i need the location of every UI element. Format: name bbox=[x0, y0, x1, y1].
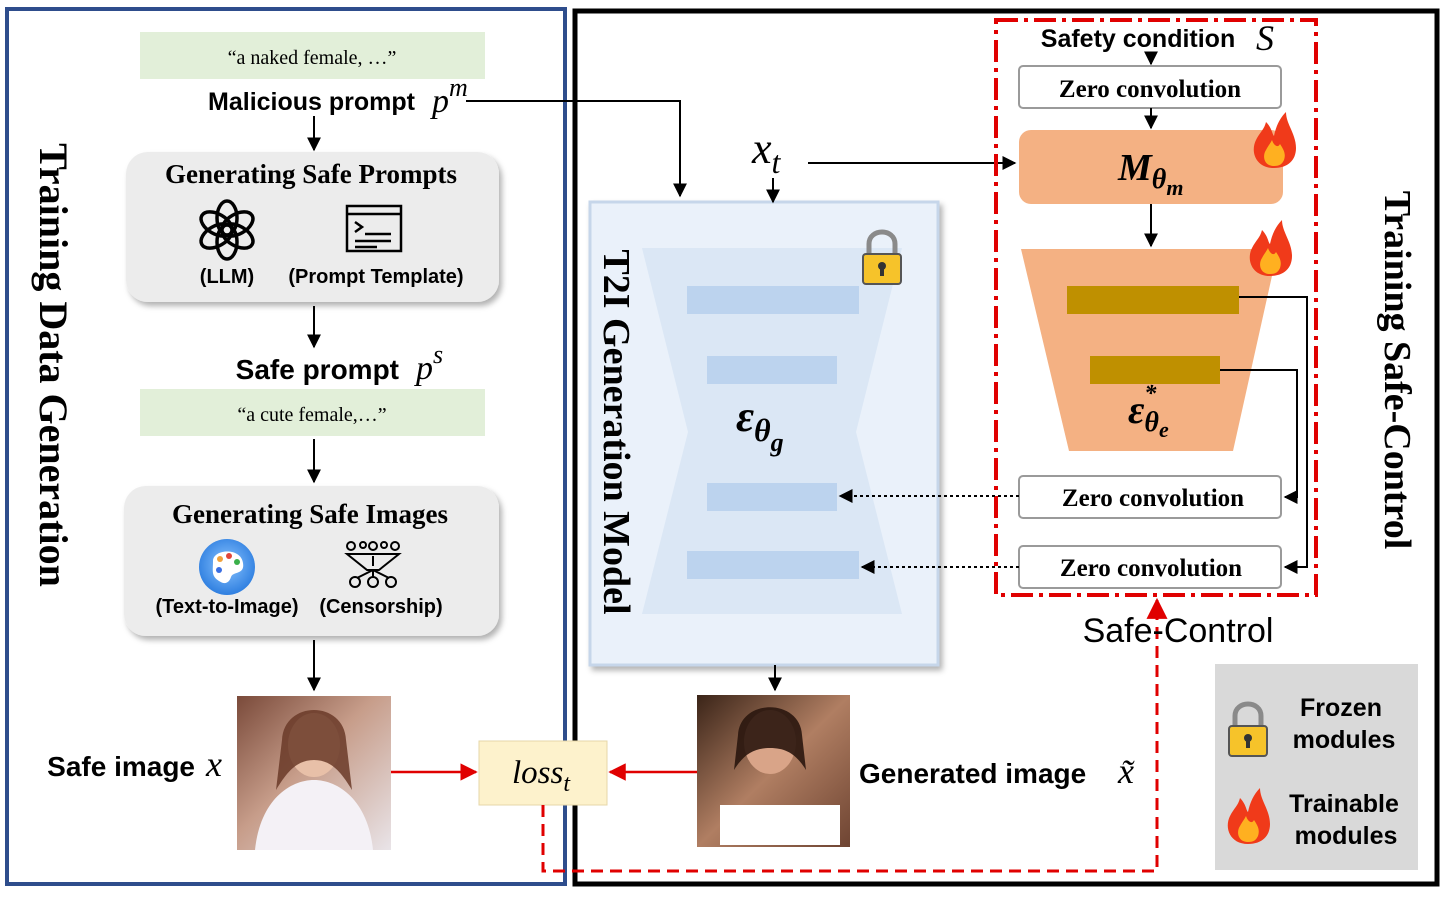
xt-symbol: xt bbox=[751, 124, 782, 180]
safe-quote-text: “a cute female,…” bbox=[237, 404, 386, 426]
t2i-bar-4 bbox=[687, 551, 859, 579]
generated-image bbox=[697, 695, 850, 847]
t2i-model-title: T2I Generation Model bbox=[595, 249, 637, 614]
legend-trainable-line1: Trainable bbox=[1289, 790, 1399, 818]
m-theta-symbol: Mθm bbox=[1117, 147, 1183, 200]
encoder-flame-icon bbox=[1249, 220, 1292, 276]
legend-frozen-line2: modules bbox=[1293, 726, 1396, 754]
encoder-bar-1 bbox=[1067, 286, 1239, 314]
legend-frozen-line1: Frozen bbox=[1300, 694, 1382, 722]
palette-icon bbox=[199, 539, 255, 595]
text-to-image-label: (Text-to-Image) bbox=[156, 596, 299, 618]
generated-image-label: Generated image bbox=[859, 758, 1086, 789]
llm-icon bbox=[199, 199, 255, 261]
prompt-template-icon bbox=[345, 204, 403, 253]
legend-trainable-line2: modules bbox=[1295, 822, 1398, 850]
generating-safe-prompts-title: Generating Safe Prompts bbox=[165, 159, 457, 189]
training-data-generation-title: Training Data Generation bbox=[31, 143, 76, 587]
safe-image-symbol: x bbox=[205, 744, 222, 784]
llm-label: (LLM) bbox=[200, 266, 254, 288]
generating-safe-images-title: Generating Safe Images bbox=[172, 499, 448, 529]
zero-conv-mid-label: Zero convolution bbox=[1062, 485, 1244, 512]
safe-image-label: Safe image bbox=[47, 751, 195, 782]
t2i-epsilon-symbol: εθg bbox=[736, 392, 784, 457]
t2i-bar-2 bbox=[707, 356, 837, 384]
malicious-quote-box bbox=[140, 32, 485, 79]
malicious-prompt-symbol: pm bbox=[430, 73, 468, 120]
t2i-bar-1 bbox=[687, 286, 859, 314]
safe-control-dashed-box bbox=[994, 18, 1318, 597]
training-safe-control-panel bbox=[572, 8, 1440, 887]
legend-flame-icon bbox=[1227, 788, 1270, 844]
zero-conv-top-label: Zero convolution bbox=[1059, 76, 1241, 103]
legend-lock-icon bbox=[1228, 701, 1268, 757]
safe-prompt-symbol: ps bbox=[414, 340, 443, 387]
t2i-unet-shape bbox=[642, 248, 902, 614]
training-safe-control-title: Training Safe-Control bbox=[1376, 191, 1418, 550]
loss-box bbox=[478, 740, 608, 806]
safe-prompt-label: Safe prompt bbox=[236, 354, 399, 385]
safe-quote-box bbox=[140, 389, 485, 436]
route-bar2-to-zeroconv-mid bbox=[1220, 369, 1298, 504]
encoder-epsilon-symbol: ε*θe bbox=[1128, 381, 1169, 442]
loss-label: losst bbox=[512, 755, 571, 797]
safety-condition-label: Safety condition bbox=[1041, 25, 1235, 53]
malicious-quote-text: “a naked female, …” bbox=[228, 47, 397, 69]
t2i-lock-icon bbox=[862, 229, 902, 285]
t2i-bar-3 bbox=[707, 483, 837, 511]
m-theta-box bbox=[1019, 130, 1283, 204]
route-bar1-to-zeroconv-bot bbox=[1239, 296, 1308, 574]
safety-condition-symbol: S bbox=[1256, 18, 1274, 58]
arrow-malicious-to-t2i bbox=[466, 100, 687, 198]
loss-feedback-dashed-line bbox=[541, 597, 1168, 873]
generated-image-symbol: x̃ bbox=[1117, 751, 1135, 791]
encoder-bar-2 bbox=[1090, 356, 1220, 384]
prompt-template-label: (Prompt Template) bbox=[288, 266, 463, 288]
zero-conv-bot-label: Zero convolution bbox=[1060, 555, 1242, 582]
generating-safe-images-box bbox=[124, 486, 499, 636]
censorship-funnel-icon bbox=[344, 541, 402, 588]
safe-control-caption: Safe-Control bbox=[1083, 612, 1274, 650]
m-theta-flame-icon bbox=[1253, 112, 1296, 168]
safe-image bbox=[237, 696, 391, 850]
generating-safe-prompts-box bbox=[126, 152, 499, 302]
malicious-prompt-label: Malicious prompt bbox=[208, 88, 416, 116]
training-data-panel bbox=[5, 7, 567, 886]
censorship-label: (Censorship) bbox=[319, 596, 442, 618]
